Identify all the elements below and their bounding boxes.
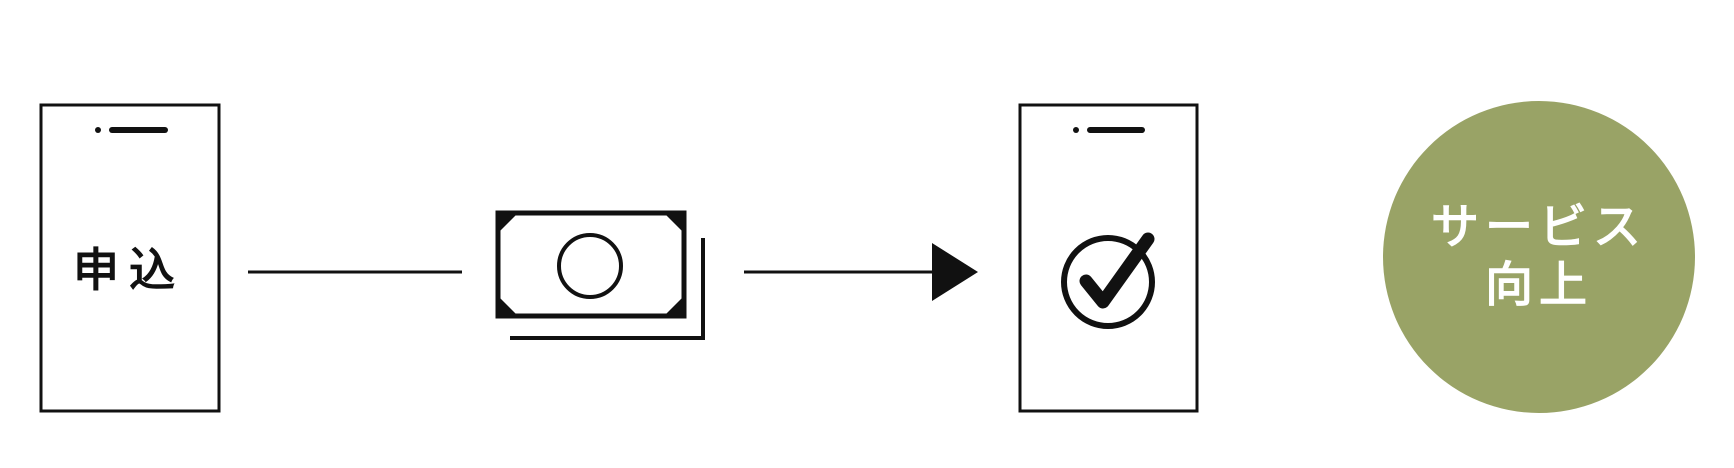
badge-line-2: 向上 xyxy=(1484,257,1593,313)
smartphone-icon xyxy=(1018,103,1199,413)
arrow-right-icon xyxy=(744,243,978,301)
checkmark-circle-icon xyxy=(1061,232,1155,329)
service-improvement-badge: サービス 向上 xyxy=(1383,101,1695,413)
banknote-icon xyxy=(495,210,705,340)
smartphone-icon xyxy=(39,103,221,413)
application-label: 申込 xyxy=(73,243,185,297)
badge-line-1: サービス xyxy=(1430,199,1647,256)
